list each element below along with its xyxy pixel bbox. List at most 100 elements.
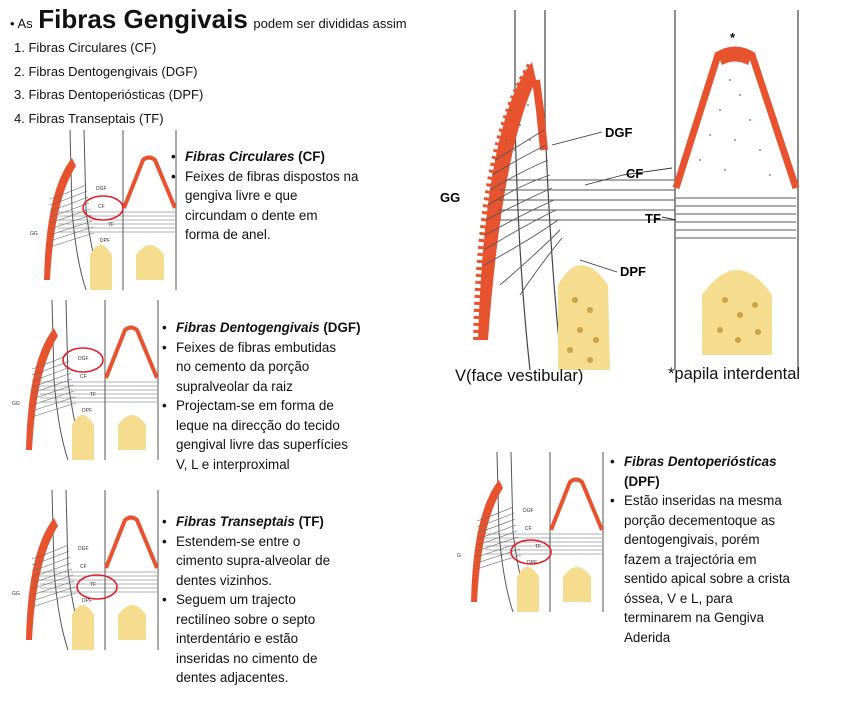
page-header: • As Fibras Gengivais podem ser dividida… [10, 4, 407, 35]
text-line: terminarem na Gengiva [624, 610, 764, 625]
alveolar-bone [517, 567, 539, 612]
fiber-line [31, 550, 70, 566]
fiber-line [31, 372, 72, 388]
text-line: Estão inseridas na mesma [624, 493, 782, 508]
gingiva-shape [44, 158, 76, 280]
leader-lines [551, 131, 677, 273]
label-dpf: DPF [527, 560, 537, 566]
fiber-line [476, 506, 514, 522]
fiber-lines [31, 544, 157, 608]
fiber-line [31, 568, 73, 584]
tooth-outline [51, 490, 69, 650]
fiber-types-list: 1. Fibras Circulares (CF) 2. Fibras Dent… [14, 36, 203, 130]
fiber-line [31, 580, 75, 596]
papilla-gingiva [549, 477, 604, 531]
fiber-lines [476, 506, 602, 570]
gingiva-shape [532, 79, 548, 151]
list-item: 3. Fibras Dentoperiósticas (DPF) [14, 87, 204, 102]
fiber-line [476, 518, 516, 534]
text-line: sentido apical sobre a crista [624, 571, 790, 586]
highlight-circle [76, 574, 118, 600]
alveolar-bone [558, 265, 610, 370]
fiber-lines [483, 129, 675, 296]
transseptal-fibers [676, 197, 796, 239]
fiber-line [31, 402, 77, 418]
label-dgf: DGF [523, 508, 534, 514]
gingiva-shape [478, 62, 536, 340]
label-cf: CF [80, 374, 87, 380]
bullet: • [10, 16, 15, 31]
label-cf: CF [626, 166, 643, 181]
label-tf: TF [535, 544, 541, 550]
text-line: óssea, V e L, para [624, 590, 733, 606]
fiber-line [476, 554, 522, 570]
fiber-line [476, 524, 517, 540]
label-dgf: DGF [605, 125, 633, 140]
fiber-line [31, 574, 74, 590]
label-dpf: DPF [100, 238, 110, 244]
gingiva-shape [26, 328, 58, 450]
section-tf: •Fibras Transeptais (TF) • Estendem-se e… [162, 512, 402, 688]
text-line: no cemento da porção [176, 359, 310, 374]
papilla-tip [718, 50, 752, 65]
text-line: leque na direcção do tecido [176, 417, 340, 433]
section-abbr: (DPF) [624, 473, 660, 489]
label-tf: TF [645, 211, 661, 226]
text-line: dentes adjacentes. [176, 670, 289, 685]
fiber-line [31, 556, 71, 572]
tooth-outline [496, 452, 514, 612]
section-dpf: •Fibras Dentoperiósticas(DPF) • Estão in… [610, 452, 842, 647]
label-gingiva: G [457, 553, 461, 559]
highlight-circle [82, 195, 124, 221]
caption-left: V(face vestibular) [455, 367, 584, 385]
text-line: Feixes de fibras dispostos na [185, 168, 359, 184]
highlight-circle [510, 539, 552, 565]
text-line: Projectam-se em forma de [176, 398, 334, 413]
text-line: dentes vizinhos. [176, 572, 273, 588]
gingiva-dots [505, 104, 531, 151]
fiber-line [31, 360, 70, 376]
alveolar-bone [136, 245, 164, 280]
label-tf: TF [90, 582, 96, 588]
papilla-gingiva [122, 155, 177, 209]
text-line: Aderida [624, 629, 671, 645]
bone-pattern [717, 297, 761, 343]
text-line: interdentário e estão [176, 631, 299, 646]
fiber-line [476, 530, 518, 546]
label-dgf: DGF [78, 546, 89, 552]
label-tf: TF [108, 222, 114, 228]
section-cf: •Fibras Circulares (CF) • Feixes de fibr… [171, 147, 401, 245]
fiber-line [31, 378, 73, 394]
label-gingiva: GG [30, 231, 38, 237]
label-star: * [730, 30, 736, 45]
text-line: fazem a trajectória em [624, 551, 757, 567]
alveolar-bone [702, 270, 772, 355]
text-line: forma de anel. [185, 227, 271, 242]
alveolar-bone [72, 605, 94, 650]
label-dpf: DPF [620, 264, 646, 279]
header-suffix: podem ser divididas assim [253, 16, 407, 31]
alveolar-bone [563, 567, 591, 602]
alveolar-bone [90, 245, 112, 290]
fiber-line [49, 202, 90, 218]
fiber-line [31, 562, 72, 578]
fiber-line [49, 196, 89, 212]
section-title: Fibras Dentogengivais [176, 320, 320, 335]
fiber-line [49, 184, 87, 200]
text-line: supralveolar da raiz [176, 378, 293, 394]
gingiva-shape [471, 480, 503, 602]
fiber-line [49, 208, 91, 224]
text-line: porção decementoque as [624, 512, 776, 528]
text-line: Feixes de fibras embutidas [176, 339, 337, 355]
fiber-line [31, 390, 75, 406]
text-line: Estendem-se entre o [176, 533, 301, 549]
big-fiber-diagram: GG DGF CF TF DPF * [440, 10, 800, 370]
fiber-line [476, 536, 519, 552]
fiber-line [31, 586, 76, 602]
label-dgf: DGF [78, 356, 89, 362]
papilla-gingiva [672, 46, 800, 190]
section-title: Fibras Transeptais [176, 514, 295, 529]
label-dpf: DPF [82, 408, 92, 414]
